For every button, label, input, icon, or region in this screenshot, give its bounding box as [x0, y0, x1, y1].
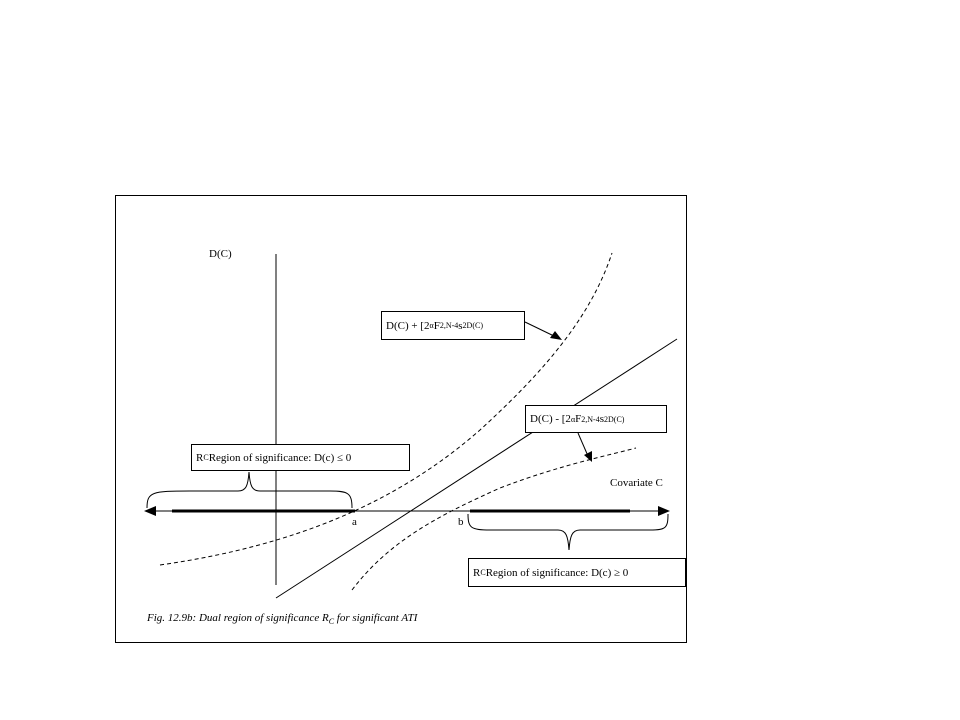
- upper-bound-dc: D(C): [466, 321, 483, 330]
- caption-tail: for significant ATI: [334, 612, 418, 624]
- point-b-label: b: [458, 516, 464, 528]
- x-axis-left-arrow: [144, 506, 156, 516]
- region-right-text: Region of significance: D(c) ≥ 0: [485, 566, 629, 579]
- lower-bound-f: F: [575, 413, 582, 425]
- region-left-sub: C: [203, 453, 209, 462]
- upper-bound-df: 2,N-4: [439, 321, 459, 330]
- region-left-brace: [146, 471, 353, 509]
- lower-band-curve: [351, 447, 637, 591]
- lower-pointer-head: [584, 451, 592, 462]
- region-left-text: Region of significance: D(c) ≤ 0: [208, 451, 352, 464]
- region-right-sub: C: [480, 568, 486, 577]
- lower-bound-alpha: α: [570, 414, 576, 424]
- lower-bound-s: s: [599, 413, 604, 425]
- upper-band-curve: [159, 252, 613, 566]
- upper-bound-s: s: [458, 319, 463, 332]
- upper-bound-alpha: α: [429, 321, 434, 330]
- lower-bound-sq: 2: [604, 414, 608, 424]
- lower-bound-dc: D(C): [608, 414, 625, 424]
- x-axis-label: Covariate C: [610, 477, 679, 489]
- region-left-r: R: [196, 451, 204, 464]
- upper-pointer-line: [524, 321, 557, 338]
- caption-sub: C: [328, 617, 335, 627]
- upper-bound-prefix: D(C) + [2: [386, 319, 430, 332]
- lower-pointer-line: [577, 432, 589, 457]
- figure-frame: [115, 195, 687, 643]
- caption-main: Fig. 12.9b: Dual region of significance …: [147, 612, 329, 624]
- region-right-r: R: [473, 566, 481, 579]
- y-axis-label: D(C): [209, 248, 232, 260]
- dc-line: [275, 338, 678, 599]
- point-a-label: a: [352, 516, 357, 528]
- upper-bound-sq: 2: [462, 321, 467, 330]
- upper-bound-f: F: [433, 319, 440, 332]
- upper-pointer-head: [550, 331, 562, 340]
- lower-bound-prefix: D(C) - [2: [530, 413, 571, 425]
- lower-bound-df: 2,N-4: [581, 414, 600, 424]
- region-right-brace: [467, 513, 669, 551]
- x-axis-right-arrow: [658, 506, 670, 516]
- figure-caption: Fig. 12.9b: Dual region of significance …: [147, 612, 417, 626]
